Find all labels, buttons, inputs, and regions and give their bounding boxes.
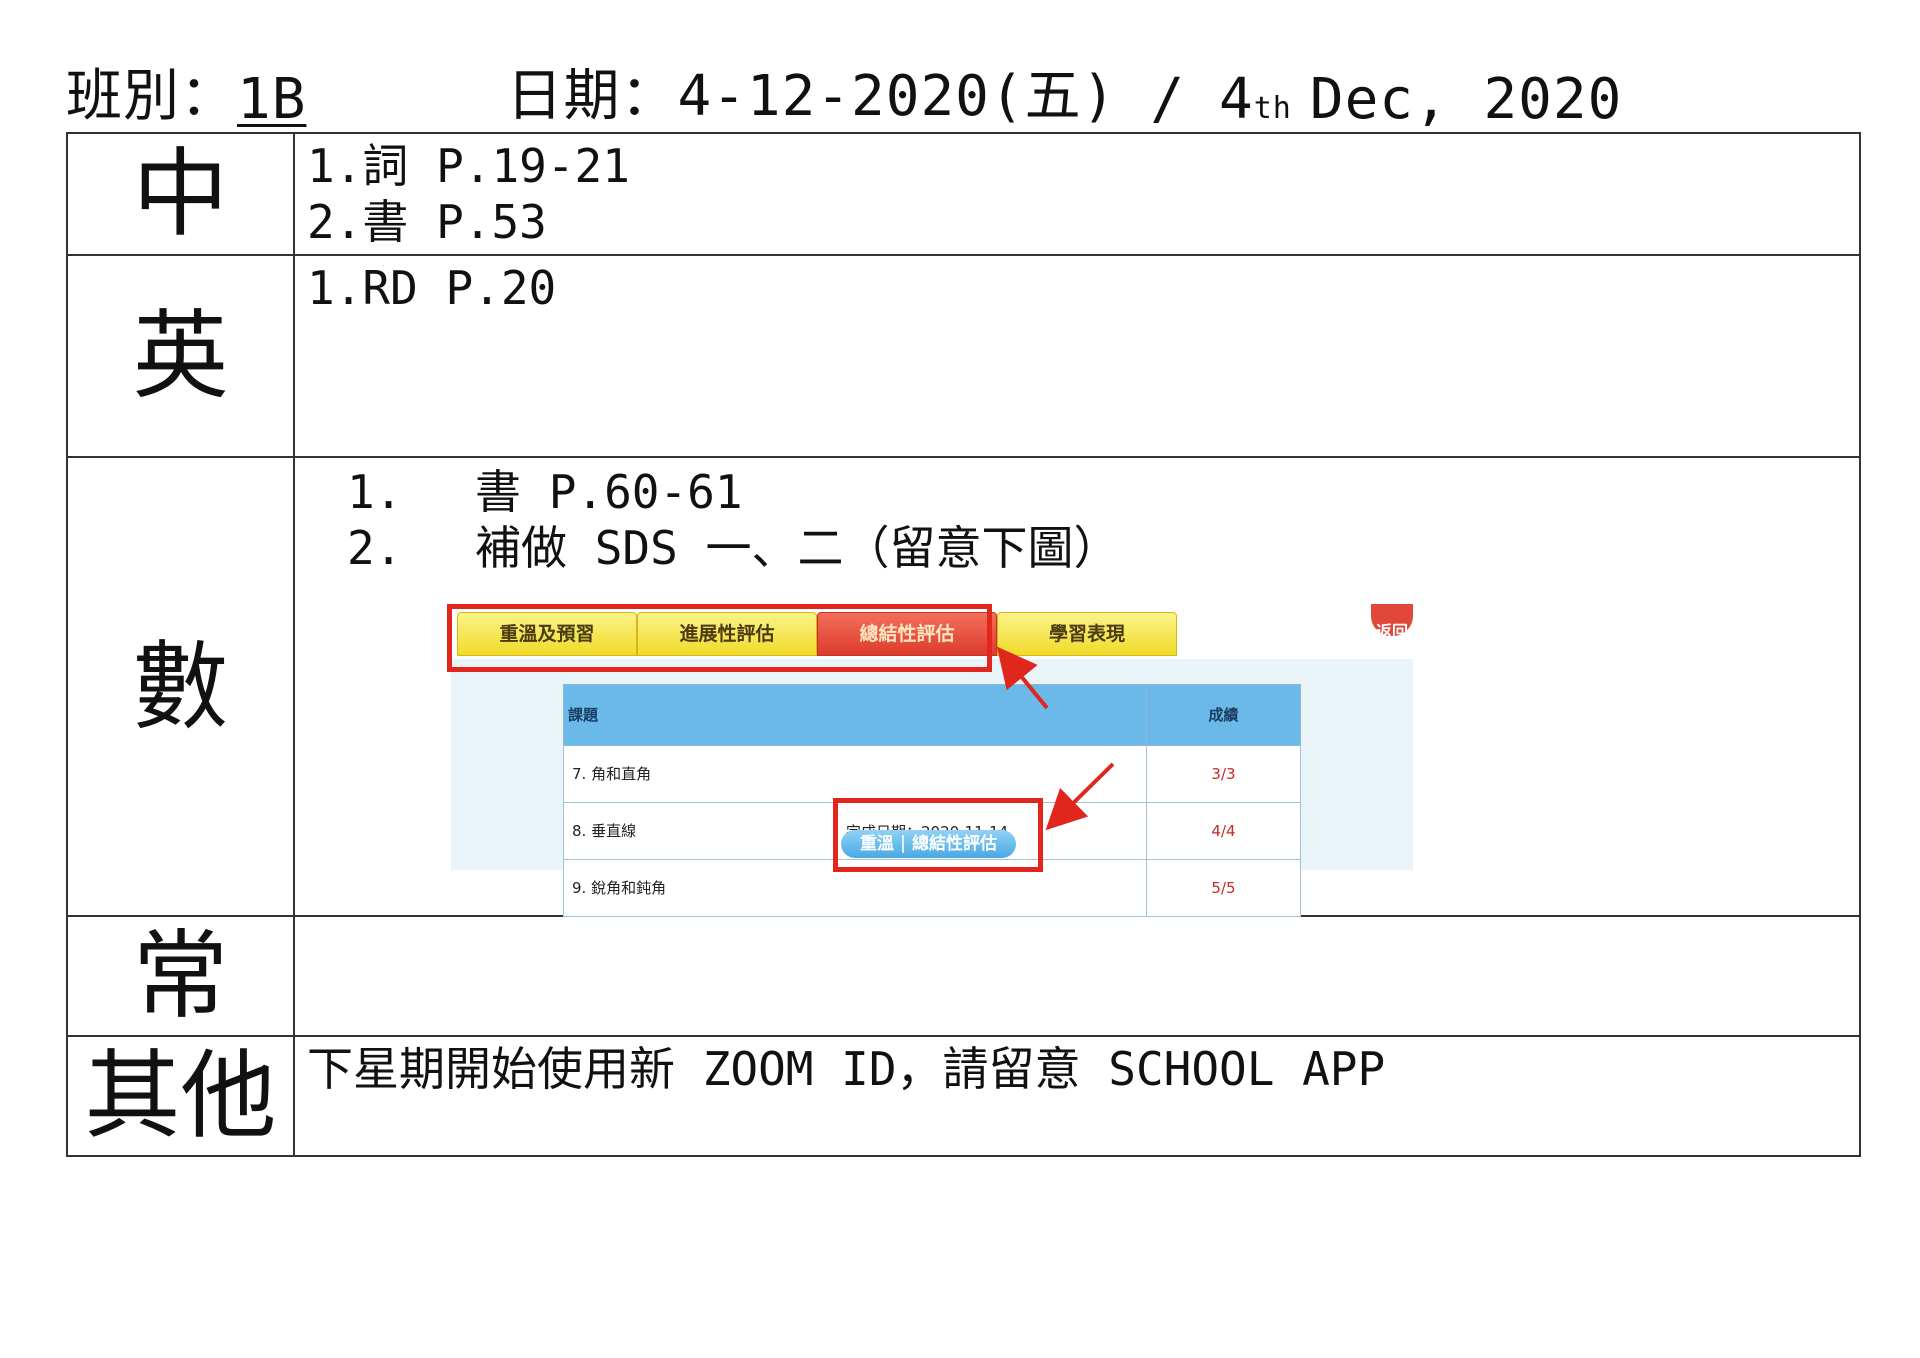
- scores-header-row: 課題 成績: [563, 684, 1301, 746]
- content-general: [293, 915, 1861, 1037]
- content-math: 1. 書 P.60-61 2. 補做 SDS 一、二（留意下圖） 重溫及預習 進…: [293, 456, 1861, 917]
- sds-screenshot: 重溫及預習 進展性評估 總結性評估 學習表現 返回 課題 成績 7. 角和直角 …: [447, 604, 1413, 917]
- retry-summative-button[interactable]: 重溫 總結性評估: [841, 830, 1016, 858]
- scores-table: 課題 成績 7. 角和直角 3/3 8. 垂直線 4/4 9. 銳角和鈍角 5/…: [563, 684, 1301, 917]
- math-list: 1. 書 P.60-61 2. 補做 SDS 一、二（留意下圖）: [307, 462, 1847, 576]
- retry-right-label: 總結性評估: [912, 834, 997, 854]
- row-others: 其他 下星期開始使用新 ZOOM ID，請留意 SCHOOL APP: [66, 1035, 1861, 1157]
- subject-math: 數: [66, 456, 295, 917]
- tab-summative-assessment[interactable]: 總結性評估: [817, 612, 997, 656]
- content-chinese: 1.詞 P.19-21 2.書 P.53: [293, 132, 1861, 256]
- table-row: 9. 銳角和鈍角 5/5: [563, 859, 1301, 917]
- row-english: 英 1.RD P.20: [66, 254, 1861, 458]
- homework-table: 中 1.詞 P.19-21 2.書 P.53 英 1.RD P.20 數 1. …: [66, 132, 1861, 1157]
- header-score: 成績: [1146, 684, 1301, 746]
- chinese-item-2: 2.書 P.53: [307, 195, 547, 249]
- row-chinese: 中 1.詞 P.19-21 2.書 P.53: [66, 132, 1861, 256]
- math-item-1-text: 書 P.60-61: [475, 465, 743, 519]
- math-item-1: 1. 書 P.60-61: [347, 464, 1847, 520]
- retry-divider: [902, 835, 904, 853]
- content-english: 1.RD P.20: [293, 254, 1861, 458]
- math-item-2: 2. 補做 SDS 一、二（留意下圖）: [347, 520, 1847, 576]
- score-cell: 5/5: [1146, 859, 1301, 917]
- header-topic: 課題: [563, 684, 1147, 746]
- date-label: 日期：: [506, 64, 678, 129]
- score-cell: 4/4: [1146, 802, 1301, 860]
- arrows-layer: [996, 646, 1115, 831]
- date-en-suffix: th: [1253, 91, 1292, 126]
- subject-others: 其他: [66, 1035, 295, 1157]
- tab-progress-assessment[interactable]: 進展性評估: [637, 612, 817, 656]
- math-item-2-text: 補做 SDS 一、二（留意下圖）: [475, 521, 1120, 575]
- retry-left-label: 重溫: [860, 834, 894, 854]
- subject-chinese: 中: [66, 132, 295, 256]
- tabs-highlight-box: [447, 604, 992, 672]
- date-separator: /: [1150, 67, 1186, 132]
- subject-general: 常: [66, 915, 295, 1037]
- english-item-1: 1.RD P.20: [307, 261, 557, 315]
- class-value: 1B: [237, 67, 307, 132]
- tab-review[interactable]: 重溫及預習: [457, 612, 637, 656]
- date-en-day: 4: [1219, 67, 1254, 132]
- arrow-to-retry: [1045, 762, 1115, 831]
- row-math: 數 1. 書 P.60-61 2. 補做 SDS 一、二（留意下圖） 重溫及預習…: [66, 456, 1861, 917]
- date-value: 4-12-2020(五): [677, 64, 1117, 129]
- row-general: 常: [66, 915, 1861, 1037]
- math-item-1-num: 1.: [347, 465, 403, 519]
- chinese-item-1: 1.詞 P.19-21: [307, 139, 630, 193]
- content-others: 下星期開始使用新 ZOOM ID，請留意 SCHOOL APP: [293, 1035, 1861, 1157]
- date-en-rest: Dec, 2020: [1309, 67, 1623, 132]
- math-item-2-num: 2.: [347, 521, 403, 575]
- arrow-to-tabs: [996, 646, 1049, 710]
- score-cell: 3/3: [1146, 745, 1301, 803]
- others-text: 下星期開始使用新 ZOOM ID，請留意 SCHOOL APP: [307, 1042, 1386, 1096]
- class-label: 班別：: [66, 64, 237, 129]
- retry-highlight-box: [833, 798, 1043, 872]
- subject-english: 英: [66, 254, 295, 458]
